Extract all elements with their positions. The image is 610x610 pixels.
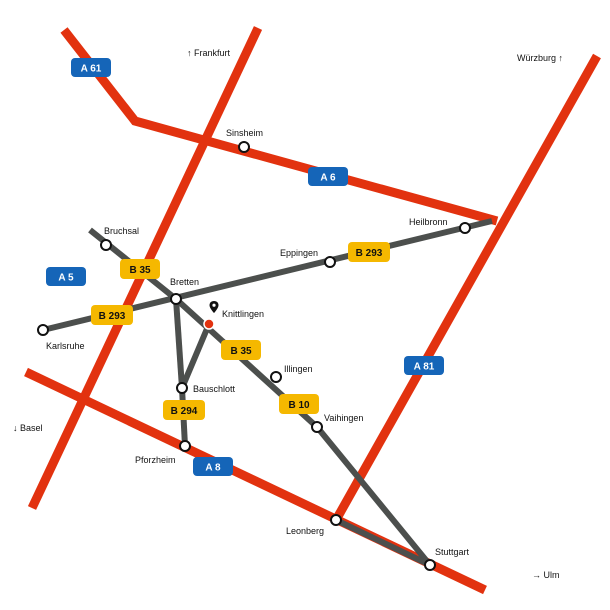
badge-a8: A 8 (193, 457, 233, 476)
town-marker-bruchsal (100, 239, 112, 251)
town-marker-pforzheim (179, 440, 191, 452)
town-label-vaihingen: Vaihingen (324, 413, 363, 423)
direction-wuerzburg: Würzburg ↑ (517, 53, 563, 63)
svg-text:B 10: B 10 (288, 400, 310, 411)
town-label-bruchsal: Bruchsal (104, 226, 139, 236)
direction-frankfurt: ↑ Frankfurt (187, 48, 231, 58)
svg-text:B 293: B 293 (356, 248, 383, 259)
badge-b35-south: B 35 (221, 340, 261, 360)
badge-b294: B 294 (163, 400, 205, 420)
direction-ulm: → Ulm (532, 570, 560, 580)
town-label-karlsruhe: Karlsruhe (46, 341, 85, 351)
svg-text:A 8: A 8 (205, 463, 221, 474)
town-marker-eppingen (324, 256, 336, 268)
badge-b293-east: B 293 (348, 242, 390, 262)
badge-a81: A 81 (404, 356, 444, 375)
svg-text:A 6: A 6 (320, 173, 336, 184)
town-marker-illingen (270, 371, 282, 383)
svg-text:B 293: B 293 (99, 311, 126, 322)
autobahn-badges: A 61 A 6 A 5 A 81 A 8 (46, 58, 444, 476)
badge-a5: A 5 (46, 267, 86, 286)
badge-a61: A 61 (71, 58, 111, 77)
direction-basel: ↓ Basel (13, 423, 43, 433)
road-bretten-bauschlott (173, 298, 185, 389)
bundesstrasse-network (42, 218, 493, 568)
svg-text:B 294: B 294 (171, 406, 198, 417)
svg-text:B 35: B 35 (129, 265, 151, 276)
bundesstrasse-badges: B 35 B 293 B 293 B 35 B 294 B 10 (91, 242, 390, 420)
town-label-pforzheim: Pforzheim (135, 455, 176, 465)
badge-a6: A 6 (308, 167, 348, 186)
town-label-bretten: Bretten (170, 277, 199, 287)
town-label-knittlingen: Knittlingen (222, 309, 264, 319)
town-marker-leonberg (330, 514, 342, 526)
town-marker-knittlingen (203, 318, 215, 330)
town-label-illingen: Illingen (284, 364, 313, 374)
badge-b35-north: B 35 (120, 259, 160, 279)
location-pin-icon (209, 301, 219, 313)
town-label-sinsheim: Sinsheim (226, 128, 263, 138)
town-label-stuttgart: Stuttgart (435, 547, 470, 557)
badge-b293-west: B 293 (91, 305, 133, 325)
svg-text:A 5: A 5 (58, 273, 74, 284)
town-markers (37, 141, 471, 571)
svg-text:A 81: A 81 (414, 362, 435, 373)
town-marker-sinsheim (238, 141, 250, 153)
svg-text:A 61: A 61 (81, 64, 102, 75)
direction-labels: ↑ Frankfurt Würzburg ↑ ↓ Basel → Ulm (13, 48, 563, 580)
town-label-leonberg: Leonberg (286, 526, 324, 536)
autobahn-a81 (332, 53, 601, 523)
town-labels: Sinsheim Heilbronn Eppingen Bruchsal Bre… (46, 128, 470, 557)
autobahn-a61-a6 (60, 27, 499, 226)
town-marker-bretten (170, 293, 182, 305)
town-marker-bauschlott (176, 382, 188, 394)
road-leonberg-stuttgart (334, 517, 432, 568)
road-knittlingen-bauschlott (179, 322, 212, 390)
town-marker-stuttgart (424, 559, 436, 571)
svg-text:B 35: B 35 (230, 346, 252, 357)
town-label-heilbronn: Heilbronn (409, 217, 448, 227)
town-marker-karlsruhe (37, 324, 49, 336)
town-marker-vaihingen (311, 421, 323, 433)
badge-b10: B 10 (279, 394, 319, 414)
town-marker-heilbronn (459, 222, 471, 234)
town-label-eppingen: Eppingen (280, 248, 318, 258)
town-label-bauschlott: Bauschlott (193, 384, 236, 394)
